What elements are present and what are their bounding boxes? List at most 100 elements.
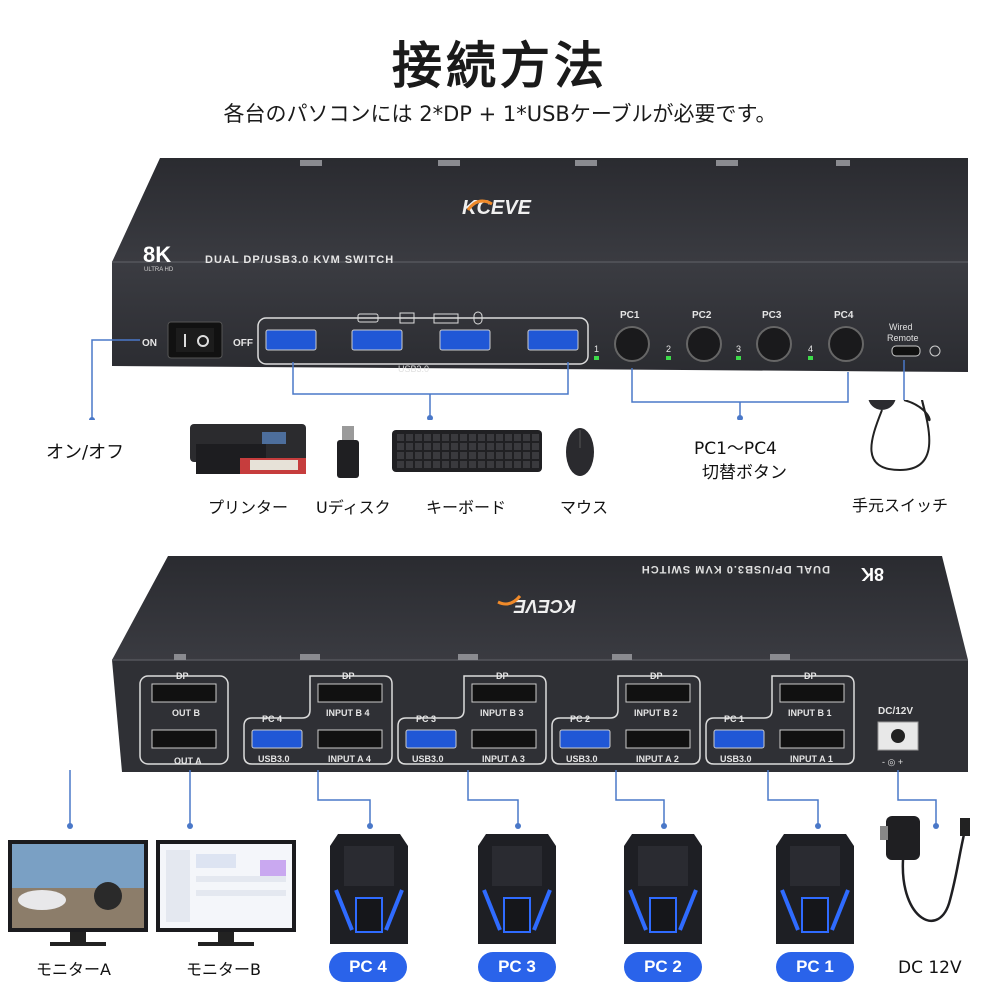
pc-button-2[interactable]: [686, 326, 722, 362]
pc-button-3[interactable]: [756, 326, 792, 362]
input-dp-label-2: DP: [650, 671, 663, 681]
hand-switch-icon: [868, 400, 931, 472]
power-adapter-icon: [880, 816, 970, 922]
printer-icon: [399, 312, 415, 324]
front-connector-lines: [91, 339, 905, 420]
rear-device-top: [112, 556, 968, 660]
svg-text:- ◎ +: - ◎ +: [882, 757, 903, 767]
keyboard-icon: [392, 430, 542, 472]
usb-input-label-3: USB3.0: [412, 754, 444, 764]
pc-led-3: [736, 356, 741, 360]
pc-tower-2-icon: [624, 834, 702, 944]
pc-button-label-2: PC2: [692, 310, 712, 321]
wired-remote-label-2: Remote: [887, 333, 919, 343]
usb-port-mouse[interactable]: [527, 329, 579, 351]
input-b-label-2: INPUT B 2: [634, 708, 678, 718]
pc-number-3: 3: [736, 344, 741, 354]
usb-input-label-2: USB3.0: [566, 754, 598, 764]
usb-input-2-port[interactable]: [559, 729, 611, 749]
input-dp-label-3: DP: [496, 671, 509, 681]
pc-led-4: [808, 356, 813, 360]
input-a-label-4: INPUT A 4: [328, 754, 371, 764]
dp-input-b-2-port[interactable]: [625, 683, 691, 703]
pc-tower-3-icon: [478, 834, 556, 944]
mouse-icon: [566, 428, 594, 476]
monitor-b-icon: [156, 840, 296, 946]
usb-port-printer[interactable]: [351, 329, 403, 351]
switch-button-label-2: 切替ボタン: [702, 463, 787, 483]
pc-button-1[interactable]: [614, 326, 650, 362]
rear-input-groups: DP INPUT B 4 PC 4 USB3.0 INPUT A 4 DP INPUT B …: [243, 671, 855, 765]
rear-8k-badge: 8K: [861, 564, 884, 584]
group-pc-label-3: PC 3: [416, 714, 436, 724]
input-a-label-3: INPUT A 3: [482, 754, 525, 764]
rear-kvm-device: DUAL DP/USB3.0 KVM SWITCH 8K KCEVE DP OU…: [112, 556, 968, 772]
dc-port-label: DC/12V: [878, 706, 913, 717]
input-a-label-2: INPUT A 2: [636, 754, 679, 764]
rear-connections: [8, 770, 970, 946]
front-8k-badge: 8K: [143, 242, 171, 267]
pc-number-1: 1: [594, 344, 599, 354]
front-model-name: DUAL DP/USB3.0 KVM SWITCH: [205, 254, 394, 266]
front-device-face: [112, 262, 968, 372]
usb-ports-frame: [257, 317, 589, 365]
wired-remote-label-1: Wired: [889, 322, 913, 332]
front-peripherals: [190, 400, 931, 478]
wired-remote-port[interactable]: [891, 345, 921, 357]
group-pc-label-4: PC 4: [262, 714, 282, 724]
page-title: 接続方法: [392, 37, 608, 95]
dp-input-a-4-port[interactable]: [317, 729, 383, 749]
dp-input-b-3-port[interactable]: [471, 683, 537, 703]
printer-icon: [190, 424, 306, 474]
dc-adapter-label: DC 12V: [898, 958, 962, 978]
dp-input-b-4-port[interactable]: [317, 683, 383, 703]
pc-button-label-4: PC4: [834, 310, 854, 321]
out-a-label: OUT A: [174, 756, 202, 766]
usb-port-keyboard[interactable]: [439, 329, 491, 351]
input-b-label-4: INPUT B 4: [326, 708, 370, 718]
pc-towers: [330, 834, 854, 944]
page-subtitle: 各台のパソコンには 2*DP + 1*USBケーブルが必要です。: [223, 102, 777, 126]
pc-tower-4-icon: [330, 834, 408, 944]
dp-out-b-port[interactable]: [151, 683, 217, 703]
dp-input-b-1-port[interactable]: [779, 683, 845, 703]
usb-input-label-4: USB3.0: [258, 754, 290, 764]
rear-model-name-mirrored: DUAL DP/USB3.0 KVM SWITCH: [641, 563, 830, 575]
pc-led-2: [666, 356, 671, 360]
monitor-b-label: モニターB: [186, 960, 261, 979]
usb-label: USB3.0: [398, 364, 429, 374]
group-pc-label-1: PC 1: [724, 714, 744, 724]
keyboard-icon: [433, 313, 459, 324]
pc-number-4: 4: [808, 344, 813, 354]
mouse-label: マウス: [560, 498, 609, 517]
input-b-label-1: INPUT B 1: [788, 708, 832, 718]
pc1-badge: PC 1: [776, 952, 854, 982]
out-b-label: OUT B: [172, 708, 200, 718]
usb-port-1[interactable]: [265, 329, 317, 351]
usb-stick-icon: [337, 426, 359, 478]
group-pc-label-2: PC 2: [570, 714, 590, 724]
dp-input-a-3-port[interactable]: [471, 729, 537, 749]
dp-out-a-port[interactable]: [151, 729, 217, 749]
usb-input-3-port[interactable]: [405, 729, 457, 749]
input-b-label-3: INPUT B 3: [480, 708, 524, 718]
monitor-a-icon: [8, 840, 148, 946]
usb-input-1-port[interactable]: [713, 729, 765, 749]
pc-button-4[interactable]: [828, 326, 864, 362]
power-switch-label: オン/オフ: [46, 442, 125, 463]
keyboard-label: キーボード: [426, 498, 507, 517]
power-on-label: ON: [142, 338, 157, 349]
dp-input-a-1-port[interactable]: [779, 729, 845, 749]
front-8k-subtext: ULTRA HD: [144, 267, 174, 273]
rear-connector-lines: [69, 770, 937, 826]
input-group-frame-3: [397, 675, 547, 765]
power-off-label: OFF: [233, 338, 253, 349]
monitor-a-label: モニターA: [36, 960, 111, 979]
pc-number-2: 2: [666, 344, 671, 354]
udisk-label: Uディスク: [316, 498, 391, 517]
input-group-frame-4: [243, 675, 393, 765]
top-edge-marks: [300, 160, 850, 166]
usb-input-4-port[interactable]: [251, 729, 303, 749]
dp-input-a-2-port[interactable]: [625, 729, 691, 749]
